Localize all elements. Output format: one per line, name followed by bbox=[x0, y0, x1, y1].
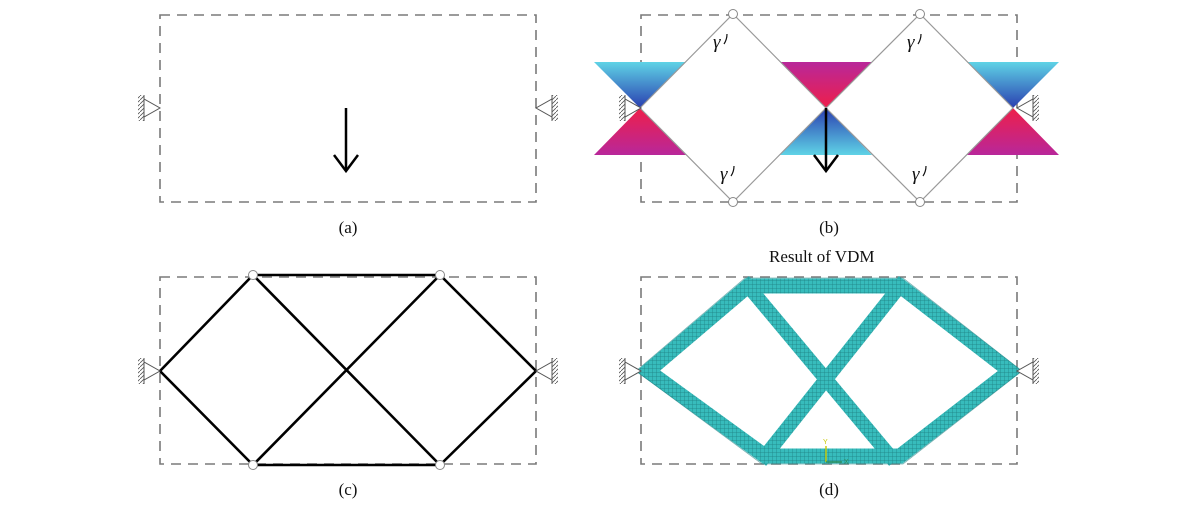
cone-right-lower bbox=[967, 108, 1059, 155]
cone-right-upper bbox=[967, 62, 1059, 108]
caption-d: (d) bbox=[819, 480, 839, 499]
gamma-label: γ bbox=[720, 164, 728, 185]
right-support-icon bbox=[535, 357, 559, 385]
gamma-label: γ bbox=[713, 32, 721, 53]
cone-middle-upper bbox=[780, 62, 872, 108]
left-support-icon bbox=[618, 357, 642, 385]
caption-c: (c) bbox=[338, 480, 358, 499]
caption-a: (a) bbox=[338, 218, 358, 237]
panel-c bbox=[137, 270, 559, 470]
axis-x-label: X bbox=[844, 459, 849, 466]
cone-left-lower bbox=[594, 108, 686, 155]
gamma-label: γ bbox=[912, 164, 920, 185]
node-icon bbox=[728, 9, 925, 207]
right-support-icon bbox=[535, 94, 559, 122]
design-domain bbox=[640, 14, 1018, 203]
truss-members bbox=[158, 273, 538, 467]
panel-d: Y X bbox=[618, 276, 1040, 466]
node-icon bbox=[248, 270, 445, 470]
design-domain bbox=[159, 14, 537, 203]
vdm-structure bbox=[635, 276, 1023, 466]
left-support-icon bbox=[137, 357, 161, 385]
panel-b: γ γ γ γ bbox=[594, 9, 1059, 207]
panel-d-title: Result of VDM bbox=[769, 247, 875, 266]
left-support-icon bbox=[137, 94, 161, 122]
caption-b: (b) bbox=[819, 218, 839, 237]
panel-a bbox=[137, 14, 559, 203]
gamma-label: γ bbox=[907, 32, 915, 53]
cone-left-upper bbox=[594, 62, 686, 108]
load-arrow-icon bbox=[333, 108, 359, 174]
gamma-superscript bbox=[723, 33, 927, 177]
axis-y-label: Y bbox=[823, 439, 828, 446]
axis-triad-icon: Y X bbox=[823, 439, 849, 466]
load-arrow-icon bbox=[813, 108, 839, 174]
right-support-icon bbox=[1016, 357, 1040, 385]
